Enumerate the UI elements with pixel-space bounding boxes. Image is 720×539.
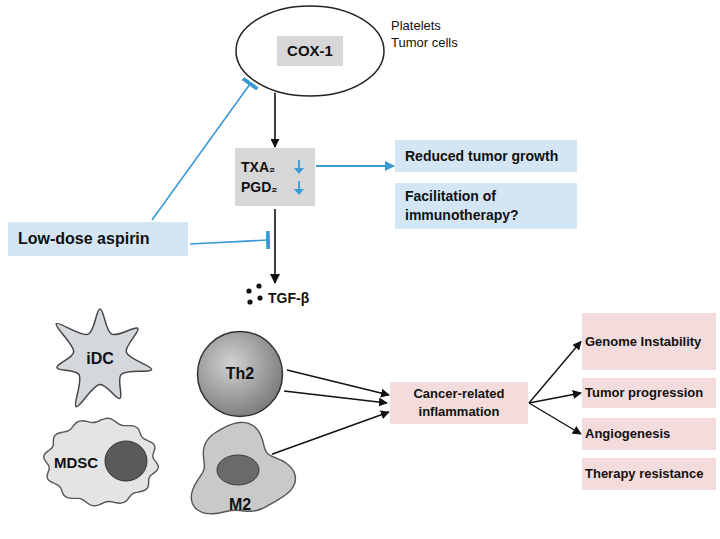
cell-ellipse: Platelets Tumor cellsCOX-1 (235, 5, 385, 97)
cytokine-dot (247, 299, 252, 304)
cytokine-label: TGF-β (268, 290, 309, 306)
decrease-arrowhead (294, 168, 304, 174)
connector (529, 403, 581, 434)
box-label: COX-1 (287, 41, 333, 61)
box-label: Therapy resistance (585, 465, 704, 483)
cell-nucleus (105, 441, 147, 481)
effect-box: Therapy resistance (582, 458, 716, 490)
effect-box: Genome Instability (582, 313, 716, 370)
converging-arrow (284, 391, 387, 403)
box-label: Reduced tumor growth (405, 147, 558, 166)
decrease-arrows (235, 148, 315, 206)
outcome-box: Facilitation of immunotherapy? (395, 183, 577, 229)
macrophage-cell-outline (178, 415, 303, 535)
connector (274, 93, 276, 147)
cell-label: Th2 (226, 363, 254, 385)
connector (287, 370, 389, 395)
connector (529, 393, 581, 403)
cell-outline (236, 6, 384, 96)
cell-outline (44, 418, 158, 505)
box-label: Low-dose aspirin (18, 228, 150, 250)
dendritic-cell: iDC (38, 298, 163, 418)
decrease-arrowhead (294, 189, 304, 195)
cytokine-dot (256, 283, 261, 288)
box-label: Cancer-related inflammation (396, 385, 522, 420)
box-label: Facilitation of immunotherapy? (405, 187, 567, 225)
enzyme-box: COX-1 (277, 36, 343, 66)
pathway-arrow (274, 209, 276, 283)
box-label: Tumor progression (585, 384, 703, 402)
connector (272, 412, 389, 454)
connector (316, 165, 394, 167)
cell-type-note: Platelets Tumor cells (391, 18, 475, 52)
drug-box: Low-dose aspirin (8, 222, 188, 256)
inflammation-box: Cancer-related inflammation (390, 382, 528, 424)
connector (529, 342, 581, 404)
effect-box: Angiogenesis (582, 418, 716, 450)
macrophage-cell: M2 (178, 415, 303, 535)
outcome-box: Reduced tumor growth (395, 140, 577, 172)
effect-box: Tumor progression (582, 378, 716, 408)
box-label: Angiogenesis (585, 425, 670, 443)
cytokine-dot (257, 295, 262, 300)
mediator-box: TXA₂ PGD₂ (235, 148, 315, 206)
cell-label: M2 (229, 494, 251, 516)
mdsc-cell: MDSC (40, 415, 162, 510)
box-label: TXA₂ PGD₂ (241, 157, 291, 198)
t-helper-cell: Th2 (195, 330, 285, 418)
cell-label: MDSC (54, 453, 98, 473)
cytokine-dot (246, 288, 251, 293)
cell-outline (198, 332, 283, 417)
box-label: Genome Instability (585, 333, 701, 351)
inhibition-line (190, 240, 268, 244)
cell-outline (56, 309, 152, 407)
cell-label: iDC (86, 348, 114, 370)
cell-nucleus (217, 455, 259, 485)
